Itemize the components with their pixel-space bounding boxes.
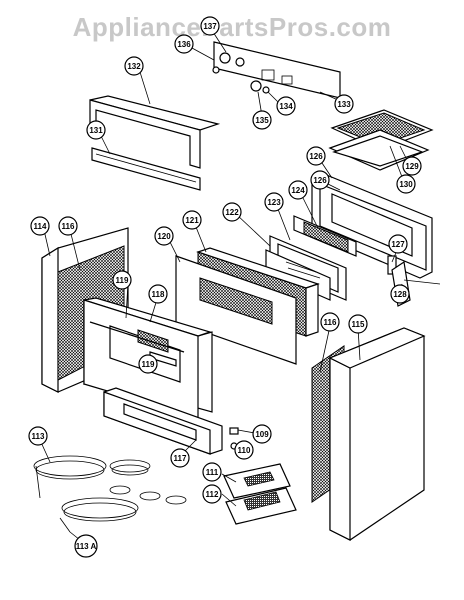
callout-131: 131 (86, 120, 106, 140)
rating-labels (223, 463, 297, 525)
svg-text:129: 129 (405, 162, 419, 171)
svg-text:116: 116 (324, 318, 337, 327)
callout-119-upper: 119 (112, 270, 132, 290)
svg-text:113: 113 (32, 432, 45, 441)
callout-118: 118 (148, 284, 168, 304)
callout-116-right: 116 (320, 312, 340, 332)
svg-text:117: 117 (174, 454, 187, 463)
svg-text:134: 134 (279, 102, 293, 111)
svg-text:112: 112 (206, 490, 219, 499)
callout-113: 113 (28, 426, 48, 446)
svg-text:110: 110 (238, 446, 251, 455)
glass-panels (265, 215, 357, 301)
callout-110: 110 (234, 440, 254, 460)
svg-text:115: 115 (352, 320, 365, 329)
svg-text:114: 114 (34, 222, 47, 231)
svg-text:118: 118 (152, 290, 165, 299)
svg-text:116: 116 (62, 222, 75, 231)
callout-119-lower: 119 (138, 354, 158, 374)
callout-116-left: 116 (58, 216, 78, 236)
svg-text:137: 137 (203, 22, 217, 31)
right-side-panel (311, 327, 426, 541)
callout-122: 122 (222, 202, 242, 222)
svg-text:120: 120 (157, 232, 171, 241)
svg-text:133: 133 (337, 100, 351, 109)
wire-harness (33, 455, 187, 533)
callout-120: 120 (154, 226, 174, 246)
callout-126-top: 126 (306, 146, 326, 166)
callout-111: 111 (202, 462, 222, 482)
callout-121: 121 (182, 210, 202, 230)
svg-text:122: 122 (225, 208, 239, 217)
svg-text:124: 124 (291, 186, 305, 195)
svg-text:113 A: 113 A (76, 542, 97, 551)
callout-124: 124 (288, 180, 308, 200)
callout-132: 132 (124, 56, 144, 76)
broiler-pan (328, 109, 434, 171)
svg-text:126: 126 (313, 176, 327, 185)
callout-126-mid: 126 (310, 170, 330, 190)
callout-109: 109 (252, 424, 272, 444)
callout-135: 135 (252, 110, 272, 130)
callout-128: 128 (390, 284, 410, 304)
callout-113a: 113 A (74, 534, 98, 558)
callout-133: 133 (334, 94, 354, 114)
svg-text:127: 127 (391, 240, 405, 249)
svg-text:123: 123 (267, 198, 281, 207)
svg-text:111: 111 (206, 468, 219, 477)
svg-text:119: 119 (116, 276, 129, 285)
trim-strip (91, 147, 201, 191)
kick-panel (103, 387, 223, 455)
control-panel (212, 41, 341, 99)
callout-136: 136 (174, 34, 194, 54)
svg-text:109: 109 (255, 430, 269, 439)
callout-127: 127 (388, 234, 408, 254)
svg-text:128: 128 (393, 290, 407, 299)
callout-115: 115 (348, 314, 368, 334)
callout-134: 134 (276, 96, 296, 116)
svg-text:135: 135 (255, 116, 269, 125)
svg-text:136: 136 (177, 40, 191, 49)
svg-text:121: 121 (185, 216, 199, 225)
svg-text:132: 132 (127, 62, 141, 71)
callout-130: 130 (396, 174, 416, 194)
callout-112: 112 (202, 484, 222, 504)
svg-text:131: 131 (89, 126, 103, 135)
callout-114: 114 (30, 216, 50, 236)
callout-117: 117 (170, 448, 190, 468)
svg-text:119: 119 (142, 360, 155, 369)
svg-text:130: 130 (399, 180, 413, 189)
svg-text:126: 126 (309, 152, 323, 161)
callout-123: 123 (264, 192, 284, 212)
callout-137: 137 (200, 16, 220, 36)
callout-129: 129 (402, 156, 422, 176)
inner-door-panel (175, 255, 297, 365)
watermark: AppliancePartsPros.com (72, 12, 392, 42)
